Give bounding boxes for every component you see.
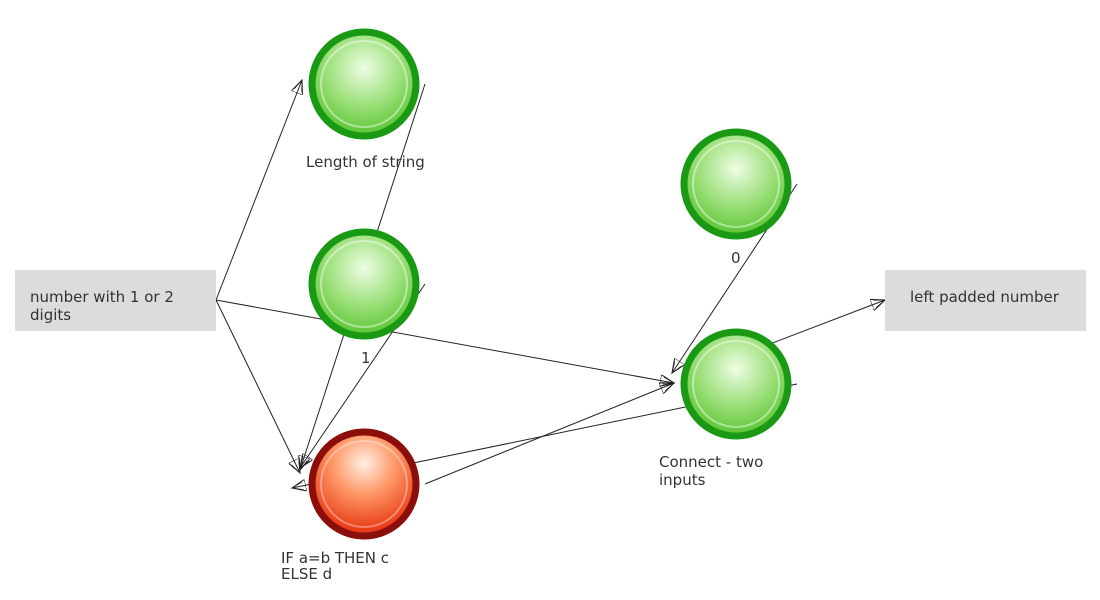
node-connect-two-inputs[interactable] [680,328,792,440]
node-label-one: 1 [361,349,371,367]
node-length-of-string[interactable] [308,28,420,140]
edge-ifelse-to-connect [424,383,674,485]
node-constant-zero[interactable] [680,128,792,240]
input-box-label: number with 1 or 2 digits [30,288,174,324]
output-box-label: left padded number [910,288,1059,306]
node-label-connect: Connect - two inputs [659,453,764,489]
output-box-left-padded[interactable]: left padded number [885,270,1086,331]
edge-input-to-connect [215,299,674,383]
input-box-number[interactable]: number with 1 or 2 digits [15,270,216,331]
edge-input-to-ifelse [215,299,300,473]
node-label-length: Length of string [306,153,425,171]
edge-input-to-length [215,80,302,301]
node-if-then-else[interactable] [308,428,420,540]
node-constant-one[interactable] [308,228,420,340]
node-label-ifelse: IF a=b THEN c ELSE d [281,549,390,583]
node-label-zero: 0 [731,249,741,267]
